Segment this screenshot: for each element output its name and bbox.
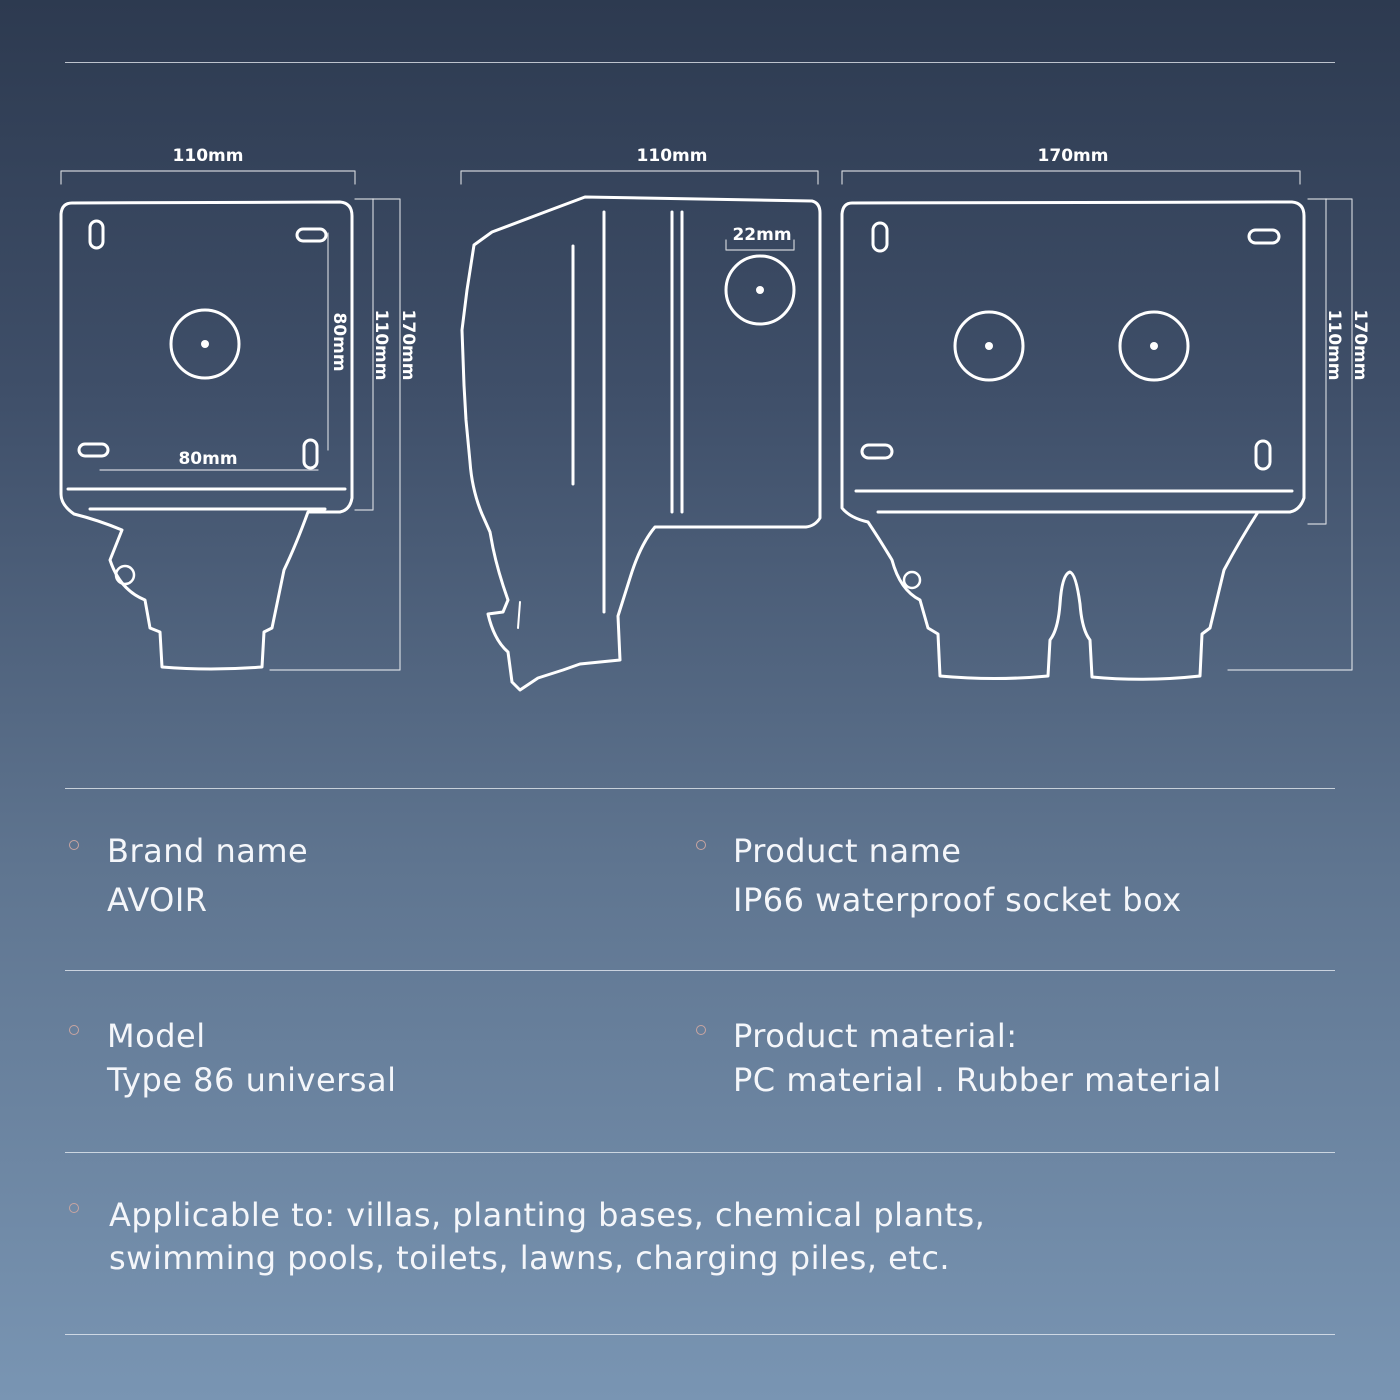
dim-label-hole-spacing: 80mm xyxy=(178,449,237,469)
spec-applicable-line2: swimming pools, toilets, lawns, charging… xyxy=(109,1239,951,1277)
front-view-single xyxy=(59,200,354,671)
spec-applicable-line1: Applicable to: villas, planting bases, c… xyxy=(109,1196,986,1234)
spec-brand-value: AVOIR xyxy=(107,881,208,919)
dim-label-view3-width: 170mm xyxy=(1038,146,1109,166)
dim-label-view1-height-a: 110mm xyxy=(371,310,391,381)
center-hole-1 xyxy=(201,340,209,348)
side-view xyxy=(460,195,822,692)
spec-material-label: Product material: xyxy=(733,1017,1018,1055)
dim-label-view3-height-a: 110mm xyxy=(1324,310,1344,381)
divider-2 xyxy=(65,970,1335,971)
bullet-material xyxy=(696,1025,706,1035)
top-divider xyxy=(65,62,1335,63)
dim-label-hole: 22mm xyxy=(732,225,791,245)
divider-1 xyxy=(65,788,1335,789)
center-hole-3 xyxy=(985,342,993,350)
bullet-model xyxy=(69,1025,79,1035)
spec-model-label: Model xyxy=(107,1017,206,1055)
bottom-divider xyxy=(65,1334,1335,1335)
bullet-product xyxy=(696,840,706,850)
center-hole-4 xyxy=(1150,342,1158,350)
dim-label-view3-height-b: 170mm xyxy=(1350,310,1370,381)
dim-label-view1-width: 110mm xyxy=(173,146,244,166)
spec-brand-label: Brand name xyxy=(107,832,309,870)
dim-label-view2-width: 110mm xyxy=(637,146,708,166)
dim-label-inner-height: 80mm xyxy=(329,312,349,371)
spec-product-value: IP66 waterproof socket box xyxy=(733,881,1182,919)
spec-model-value: Type 86 universal xyxy=(107,1061,397,1099)
dimension-lines xyxy=(60,170,1353,671)
spec-material-value: PC material . Rubber material xyxy=(733,1061,1222,1099)
spec-product-label: Product name xyxy=(733,832,962,870)
center-hole-2 xyxy=(756,286,764,294)
front-view-double xyxy=(840,200,1306,681)
divider-3 xyxy=(65,1152,1335,1153)
dim-label-view1-height-b: 170mm xyxy=(398,310,418,381)
bullet-brand xyxy=(69,840,79,850)
dimension-drawings: 110mm 110mm 170mm 22mm 80mm 80mm 110mm 1… xyxy=(0,0,1400,780)
bullet-applicable xyxy=(69,1203,79,1213)
